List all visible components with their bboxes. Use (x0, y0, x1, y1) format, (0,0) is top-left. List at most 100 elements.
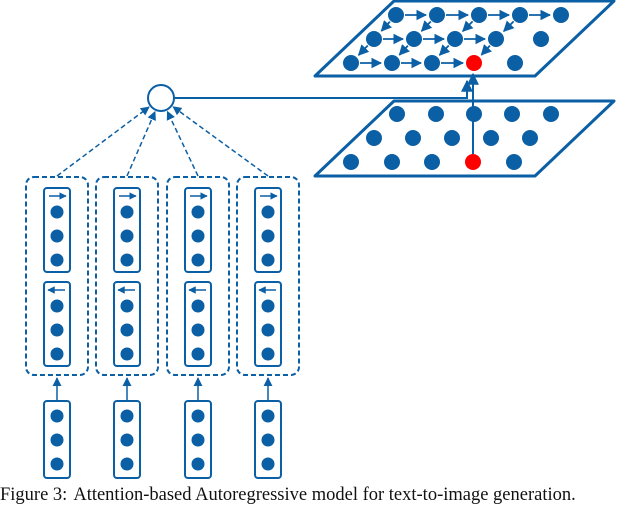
pixel-dot (388, 7, 404, 23)
backward-unit-dot (191, 323, 205, 337)
backward-unit-dot (120, 299, 134, 313)
input-unit-dot (120, 409, 134, 423)
pixel-dot (384, 55, 400, 71)
forward-unit-dot (261, 229, 275, 243)
input-unit-dot (261, 457, 275, 471)
backward-unit-dot (50, 347, 64, 361)
input-unit-dot (120, 457, 134, 471)
hidden-state-dot (506, 154, 522, 170)
attention-dashed-arrow (166, 110, 199, 177)
backward-lstm-cell (43, 281, 71, 367)
hidden-state-dot (424, 154, 440, 170)
input-embedding-box (254, 400, 282, 479)
forward-unit-dot (191, 205, 205, 219)
forward-unit-dot (120, 205, 134, 219)
autoregressive-arrow (438, 44, 451, 56)
hidden-state-dot (428, 106, 444, 122)
backward-unit-dot (261, 347, 275, 361)
input-unit-dot (261, 409, 275, 423)
input-embedding-box (113, 400, 141, 479)
input-unit-dot (50, 409, 64, 423)
pixel-dot (488, 31, 504, 47)
forward-unit-dot (191, 253, 205, 267)
hidden-state-dot (389, 106, 405, 122)
hidden-state-dot (543, 106, 559, 122)
forward-lstm-cell (43, 187, 71, 273)
hidden-state-dot (522, 130, 538, 146)
forward-unit-dot (261, 253, 275, 267)
input-embedding-box (43, 400, 71, 479)
backward-unit-dot (50, 299, 64, 313)
planes-layer (174, 0, 616, 178)
input-unit-dot (50, 433, 64, 447)
autoregressive-arrow (503, 20, 515, 32)
hidden-state-dot (483, 130, 499, 146)
pixel-dot (471, 7, 487, 23)
figure-caption: Figure 3:Attention-based Autoregressive … (0, 484, 640, 506)
autoregressive-arrow (420, 20, 433, 32)
attention-dashed-arrow (126, 110, 156, 177)
hidden-state-dot (343, 154, 359, 170)
attention-dashed-arrow (172, 106, 269, 177)
pixel-dot (424, 55, 440, 71)
pixel-dot (447, 31, 463, 47)
backward-unit-dot (50, 323, 64, 337)
hidden-state-dot (384, 154, 400, 170)
context-to-pixel-arrow (174, 79, 473, 99)
input-unit-dot (191, 457, 205, 471)
backward-unit-dot (191, 299, 205, 313)
forward-unit-dot (50, 229, 64, 243)
current-pixel-dot (466, 55, 482, 71)
hidden-state-dot (444, 130, 460, 146)
autoregressive-arrow (462, 20, 474, 32)
input-unit-dot (261, 433, 275, 447)
encoder-layer (25, 176, 300, 479)
caption-text: Attention-based Autoregressive model for… (73, 485, 576, 505)
encoder-group-box (236, 176, 300, 376)
pixel-dot (512, 7, 528, 23)
pixel-dot (553, 7, 569, 23)
hidden-state-dot (405, 130, 421, 146)
backward-unit-dot (261, 299, 275, 313)
encoder-group-box (95, 176, 159, 376)
input-embedding-box (184, 400, 212, 479)
forward-lstm-cell (113, 187, 141, 273)
autoregressive-arrow (380, 20, 392, 32)
forward-unit-dot (50, 205, 64, 219)
backward-lstm-cell (254, 281, 282, 367)
autoregressive-arrow (480, 44, 492, 56)
attention-dashed-arrow (56, 106, 150, 177)
encoder-group-box (25, 176, 89, 376)
forward-unit-dot (120, 253, 134, 267)
forward-lstm-cell (254, 187, 282, 273)
pixel-dot (533, 31, 549, 47)
forward-unit-dot (261, 205, 275, 219)
pixel-dot (343, 55, 359, 71)
backward-unit-dot (261, 323, 275, 337)
caption-label: Figure 3: (0, 485, 68, 505)
backward-unit-dot (120, 323, 134, 337)
backward-lstm-cell (113, 281, 141, 367)
pixel-dot (366, 31, 382, 47)
input-unit-dot (191, 433, 205, 447)
pixel-dot (507, 55, 523, 71)
input-unit-dot (120, 433, 134, 447)
input-unit-dot (191, 409, 205, 423)
pixel-dot (429, 7, 445, 23)
backward-unit-dot (191, 347, 205, 361)
autoregressive-arrow (398, 44, 410, 56)
forward-unit-dot (50, 253, 64, 267)
autoregressive-arrow (357, 44, 370, 56)
pixel-dot (406, 31, 422, 47)
input-unit-dot (50, 457, 64, 471)
hidden-state-dot (366, 130, 382, 146)
current-hidden-dot (465, 154, 481, 170)
backward-unit-dot (120, 347, 134, 361)
hidden-state-plane (313, 99, 616, 178)
backward-lstm-cell (184, 281, 212, 367)
attention-node (147, 84, 175, 112)
forward-unit-dot (191, 229, 205, 243)
encoder-group-box (166, 176, 230, 376)
forward-unit-dot (120, 229, 134, 243)
hidden-state-dot (504, 106, 520, 122)
